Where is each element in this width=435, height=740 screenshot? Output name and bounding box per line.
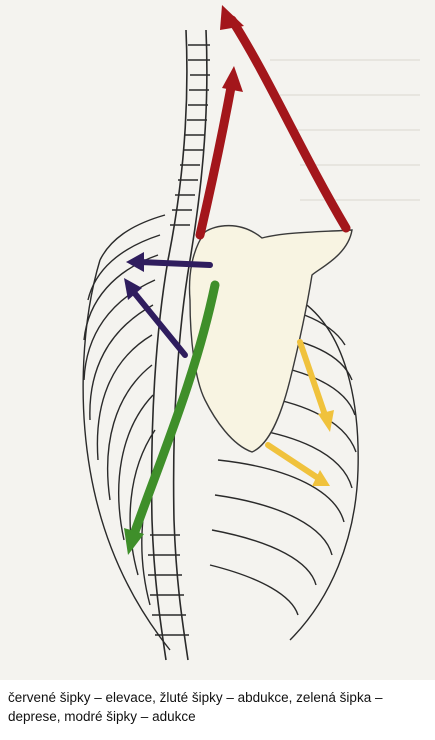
figure-caption: červené šipky – elevace, žluté šipky – a… bbox=[8, 688, 430, 726]
green-arrow-head bbox=[124, 528, 144, 555]
anatomy-figure bbox=[0, 0, 435, 680]
blue-arrow-1 bbox=[140, 262, 210, 265]
red-arrow-2-head bbox=[222, 66, 243, 92]
blue-arrow-2 bbox=[132, 290, 185, 355]
red-arrow-1 bbox=[232, 20, 346, 228]
yellow-arrow-1 bbox=[300, 342, 326, 418]
scapula-diagram bbox=[0, 0, 435, 680]
yellow-arrow-2 bbox=[268, 445, 318, 478]
red-arrow-1-head bbox=[220, 5, 244, 30]
yellow-arrow-1-head bbox=[318, 410, 334, 432]
